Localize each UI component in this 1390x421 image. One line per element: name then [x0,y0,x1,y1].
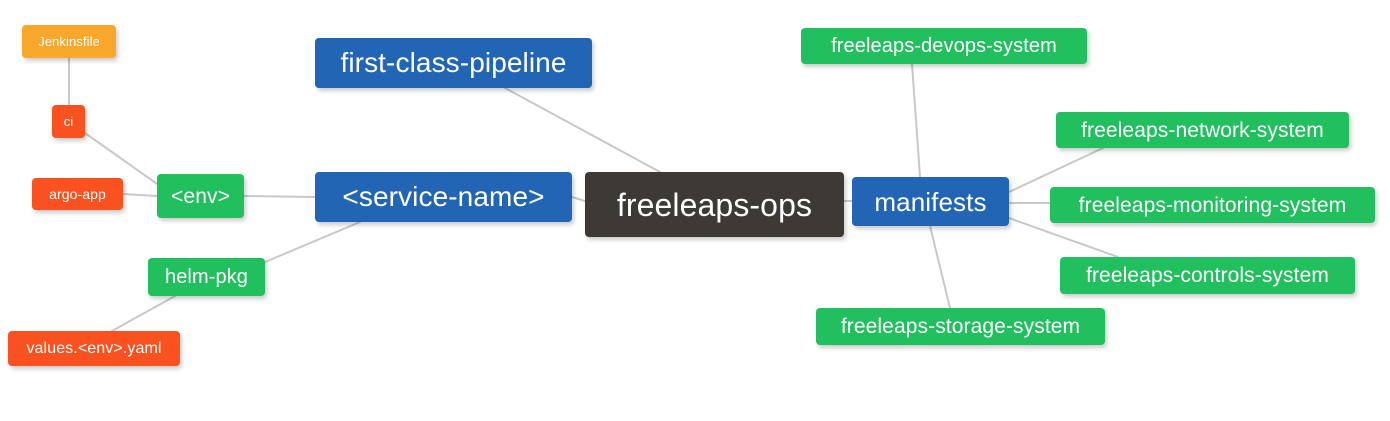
node-label-manifests: manifests [874,186,987,217]
node-service-name[interactable]: <service-name> [315,172,572,222]
node-freeleaps-controls-system[interactable]: freeleaps-controls-system [1060,257,1355,294]
node-argo-app[interactable]: argo-app [32,178,123,210]
node-freeleaps-devops-system[interactable]: freeleaps-devops-system [801,28,1087,64]
node-label-freeleaps-network-system: freeleaps-network-system [1081,118,1324,142]
edge-manifests-to-freeleaps-controls-system [1008,217,1119,258]
node-label-jenkinsfile: Jenkinsfile [38,34,100,49]
node-ci[interactable]: ci [52,105,85,138]
node-label-freeleaps-controls-system: freeleaps-controls-system [1086,264,1329,287]
edge-env-to-service-name [243,195,316,198]
node-freeleaps-ops[interactable]: freeleaps-ops [585,172,844,237]
edge-helm-pkg-to-values-yaml [111,295,176,332]
node-label-service-name: <service-name> [342,181,545,212]
node-jenkinsfile[interactable]: Jenkinsfile [22,25,116,58]
node-first-class-pipeline[interactable]: first-class-pipeline [315,38,592,88]
node-manifests[interactable]: manifests [852,177,1009,226]
node-label-env: <env> [171,184,230,208]
node-label-freeleaps-storage-system: freeleaps-storage-system [840,315,1081,338]
node-helm-pkg[interactable]: helm-pkg [148,258,265,296]
node-freeleaps-storage-system[interactable]: freeleaps-storage-system [816,308,1105,345]
node-label-argo-app: argo-app [49,186,106,202]
node-label-freeleaps-monitoring-system: freeleaps-monitoring-system [1078,193,1347,217]
node-label-first-class-pipeline: first-class-pipeline [340,47,567,78]
node-values-yaml[interactable]: values.<env>.yaml [8,331,180,366]
edge-argo-app-to-env [122,193,158,197]
edge-service-name-to-freeleaps-ops [571,196,586,202]
edge-manifests-to-freeleaps-storage-system [929,225,951,309]
edge-manifests-to-freeleaps-network-system [1008,147,1104,193]
node-label-values-yaml: values.<env>.yaml [26,339,162,357]
node-label-freeleaps-ops: freeleaps-ops [616,186,813,223]
edge-manifests-to-freeleaps-devops-system [911,63,921,178]
node-label-ci: ci [63,114,74,129]
node-label-freeleaps-devops-system: freeleaps-devops-system [831,35,1057,57]
edge-service-name-to-helm-pkg [264,221,361,263]
edge-first-class-pipeline-to-freeleaps-ops [504,87,661,173]
node-freeleaps-network-system[interactable]: freeleaps-network-system [1056,112,1349,148]
node-env[interactable]: <env> [157,174,244,218]
node-label-helm-pkg: helm-pkg [164,266,249,288]
node-freeleaps-monitoring-system[interactable]: freeleaps-monitoring-system [1050,187,1375,223]
